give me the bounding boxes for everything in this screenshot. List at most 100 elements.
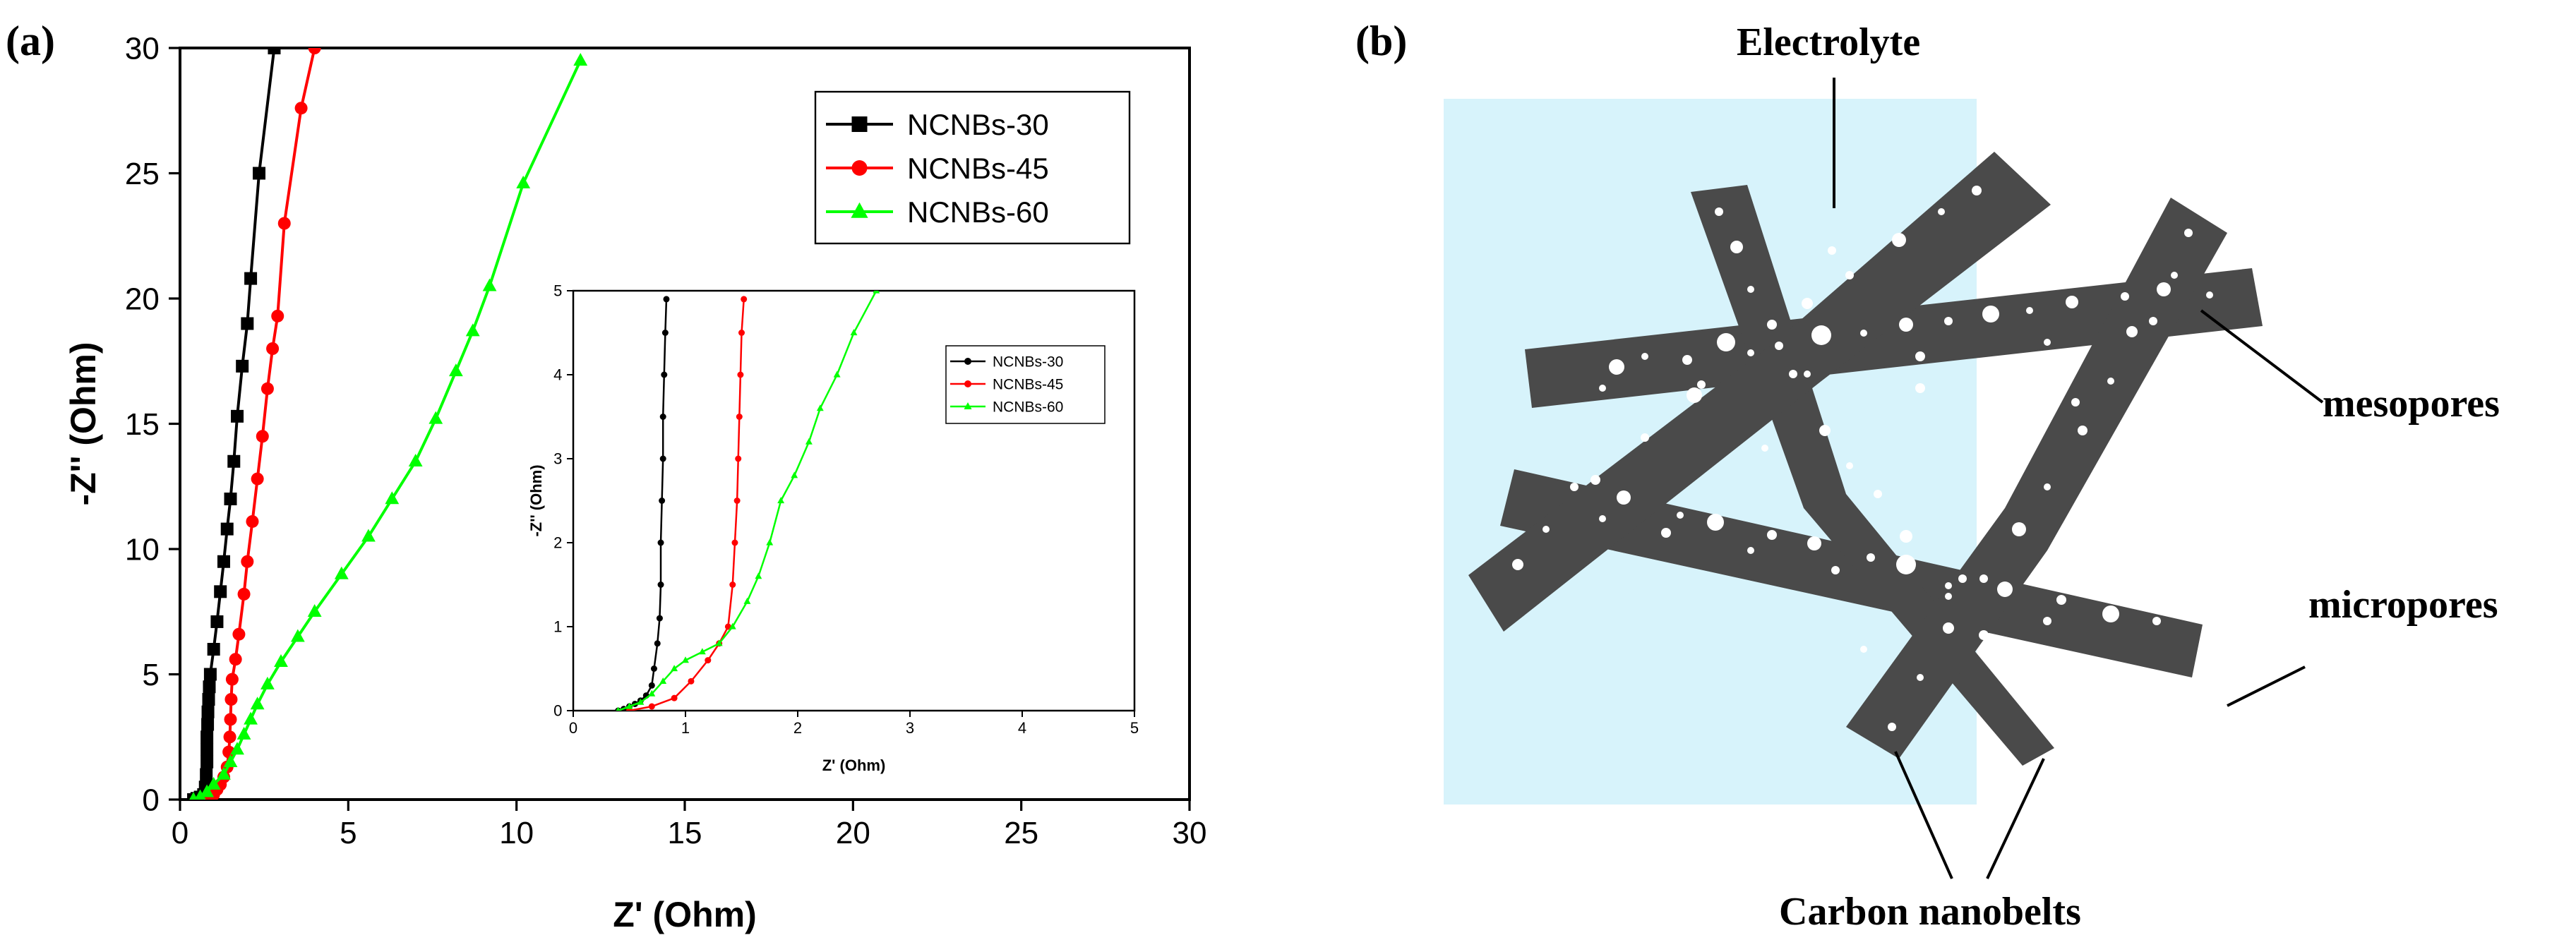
main-point-ncnbs-45: [251, 472, 264, 486]
micropore: [2206, 291, 2213, 299]
main-point-ncnbs-45: [246, 514, 259, 528]
micropore: [1874, 490, 1882, 498]
main-legend-marker-ncnbs-30: [851, 116, 868, 132]
micropore: [1767, 530, 1777, 540]
inset-legend-marker-ncnbs-60: [964, 402, 972, 409]
main-point-ncnbs-60: [217, 766, 231, 780]
inset-point-ncnbs-30: [656, 615, 663, 622]
inset-point-ncnbs-45: [648, 703, 655, 710]
main-point-ncnbs-45: [232, 627, 246, 641]
inset-point-ncnbs-45: [737, 371, 744, 378]
micropore: [1747, 286, 1754, 293]
micropore: [1958, 574, 1967, 583]
inset-x-tick-label: 4: [1018, 719, 1026, 737]
inset-point-ncnbs-60: [616, 706, 621, 711]
main-point-ncnbs-60: [230, 742, 244, 755]
inset-x-tick-label: 2: [793, 719, 802, 737]
main-point-ncnbs-30: [231, 409, 244, 423]
micropore: [1943, 622, 1954, 634]
micropore: [2026, 307, 2033, 314]
micropore: [1846, 462, 1853, 469]
main-point-ncnbs-30: [241, 317, 254, 330]
micropore: [1747, 349, 1754, 356]
inset-point-ncnbs-45: [705, 657, 712, 664]
mesopore: [1807, 536, 1821, 550]
mesopore: [1899, 318, 1913, 332]
micropore: [1819, 425, 1831, 436]
micropore: [1945, 582, 1952, 589]
main-point-ncnbs-60: [408, 453, 423, 466]
inset-point-ncnbs-30: [654, 640, 661, 647]
mesopore: [2066, 296, 2078, 308]
inset-point-ncnbs-60: [805, 438, 813, 445]
inset-series-line-ncnbs-45: [629, 299, 745, 711]
inset-legend-label-ncnbs-30: NCNBs-30: [993, 354, 1063, 370]
inset-point-ncnbs-30: [661, 330, 669, 336]
panel-b: (b) Electrolyte mesopores micropores Car…: [1355, 18, 2500, 934]
main-point-ncnbs-60: [260, 676, 275, 689]
inset-point-ncnbs-60: [698, 648, 706, 655]
inset-point-ncnbs-45: [729, 582, 736, 588]
main-point-ncnbs-60: [250, 697, 265, 710]
inset-point-ncnbs-30: [648, 682, 655, 689]
main-x-tick-label: 10: [499, 816, 534, 850]
micropore: [1682, 355, 1692, 365]
micropore: [1512, 559, 1523, 570]
inset-point-ncnbs-60: [816, 404, 824, 411]
main-y-tick-label: 5: [142, 658, 159, 692]
inset-legend-label-ncnbs-60: NCNBs-60: [993, 399, 1063, 416]
mesopores-pointer: [2200, 309, 2324, 404]
micropore: [1775, 342, 1783, 350]
micropore: [2107, 378, 2114, 385]
main-point-ncnbs-60: [307, 603, 322, 617]
micropore: [1747, 547, 1754, 554]
main-x-axis-label: Z' (Ohm): [613, 895, 757, 934]
main-point-ncnbs-30: [200, 743, 214, 756]
main-point-ncnbs-30: [236, 359, 249, 373]
inset-point-ncnbs-60: [755, 572, 762, 579]
inset-point-ncnbs-60: [850, 329, 858, 336]
micropore: [2149, 317, 2157, 325]
main-point-ncnbs-60: [361, 529, 376, 542]
micropore: [1761, 445, 1768, 452]
main-point-ncnbs-60: [429, 411, 443, 424]
inset-x-tick-label: 5: [1130, 719, 1139, 737]
main-point-ncnbs-60: [236, 726, 251, 740]
main-y-tick-label: 10: [125, 532, 160, 567]
inset-series-line-ncnbs-60: [618, 291, 877, 711]
main-point-ncnbs-45: [256, 430, 269, 443]
inset-point-ncnbs-60: [729, 622, 736, 629]
panel-b-label: (b): [1355, 18, 1407, 64]
main-legend-label-ncnbs-45: NCNBs-45: [907, 152, 1049, 185]
inset-point-ncnbs-45: [731, 539, 738, 546]
mesopore: [1730, 241, 1743, 253]
micropore: [1590, 475, 1600, 485]
inset-point-ncnbs-45: [741, 296, 748, 303]
main-y-axis-label: -Z'' (Ohm): [64, 342, 103, 505]
main-point-ncnbs-30: [268, 48, 281, 54]
main-point-ncnbs-45: [271, 309, 284, 323]
inset-point-ncnbs-30: [661, 371, 668, 378]
main-point-ncnbs-30: [217, 555, 230, 568]
main-point-ncnbs-30: [253, 167, 266, 180]
main-point-ncnbs-45: [308, 48, 321, 54]
main-point-ncnbs-30: [201, 718, 215, 731]
main-legend-marker-ncnbs-45: [851, 160, 868, 176]
micropore: [1542, 526, 1550, 533]
inset-point-ncnbs-60: [637, 698, 645, 705]
mesopore: [1617, 490, 1631, 505]
main-point-ncnbs-45: [260, 382, 274, 395]
mesopore: [2012, 522, 2026, 536]
micropore: [2078, 426, 2087, 435]
micropore: [2184, 229, 2193, 237]
main-point-ncnbs-45: [222, 745, 236, 759]
inset-x-tick-label: 3: [906, 719, 914, 737]
main-legend-label-ncnbs-30: NCNBs-30: [907, 108, 1049, 141]
main-point-ncnbs-30: [201, 705, 215, 718]
inset-point-ncnbs-60: [671, 665, 678, 672]
nanobelt-pointer-right: [1986, 758, 2045, 879]
main-point-ncnbs-30: [214, 585, 227, 598]
mesopore: [1609, 359, 1624, 375]
inset-point-ncnbs-60: [766, 538, 774, 546]
